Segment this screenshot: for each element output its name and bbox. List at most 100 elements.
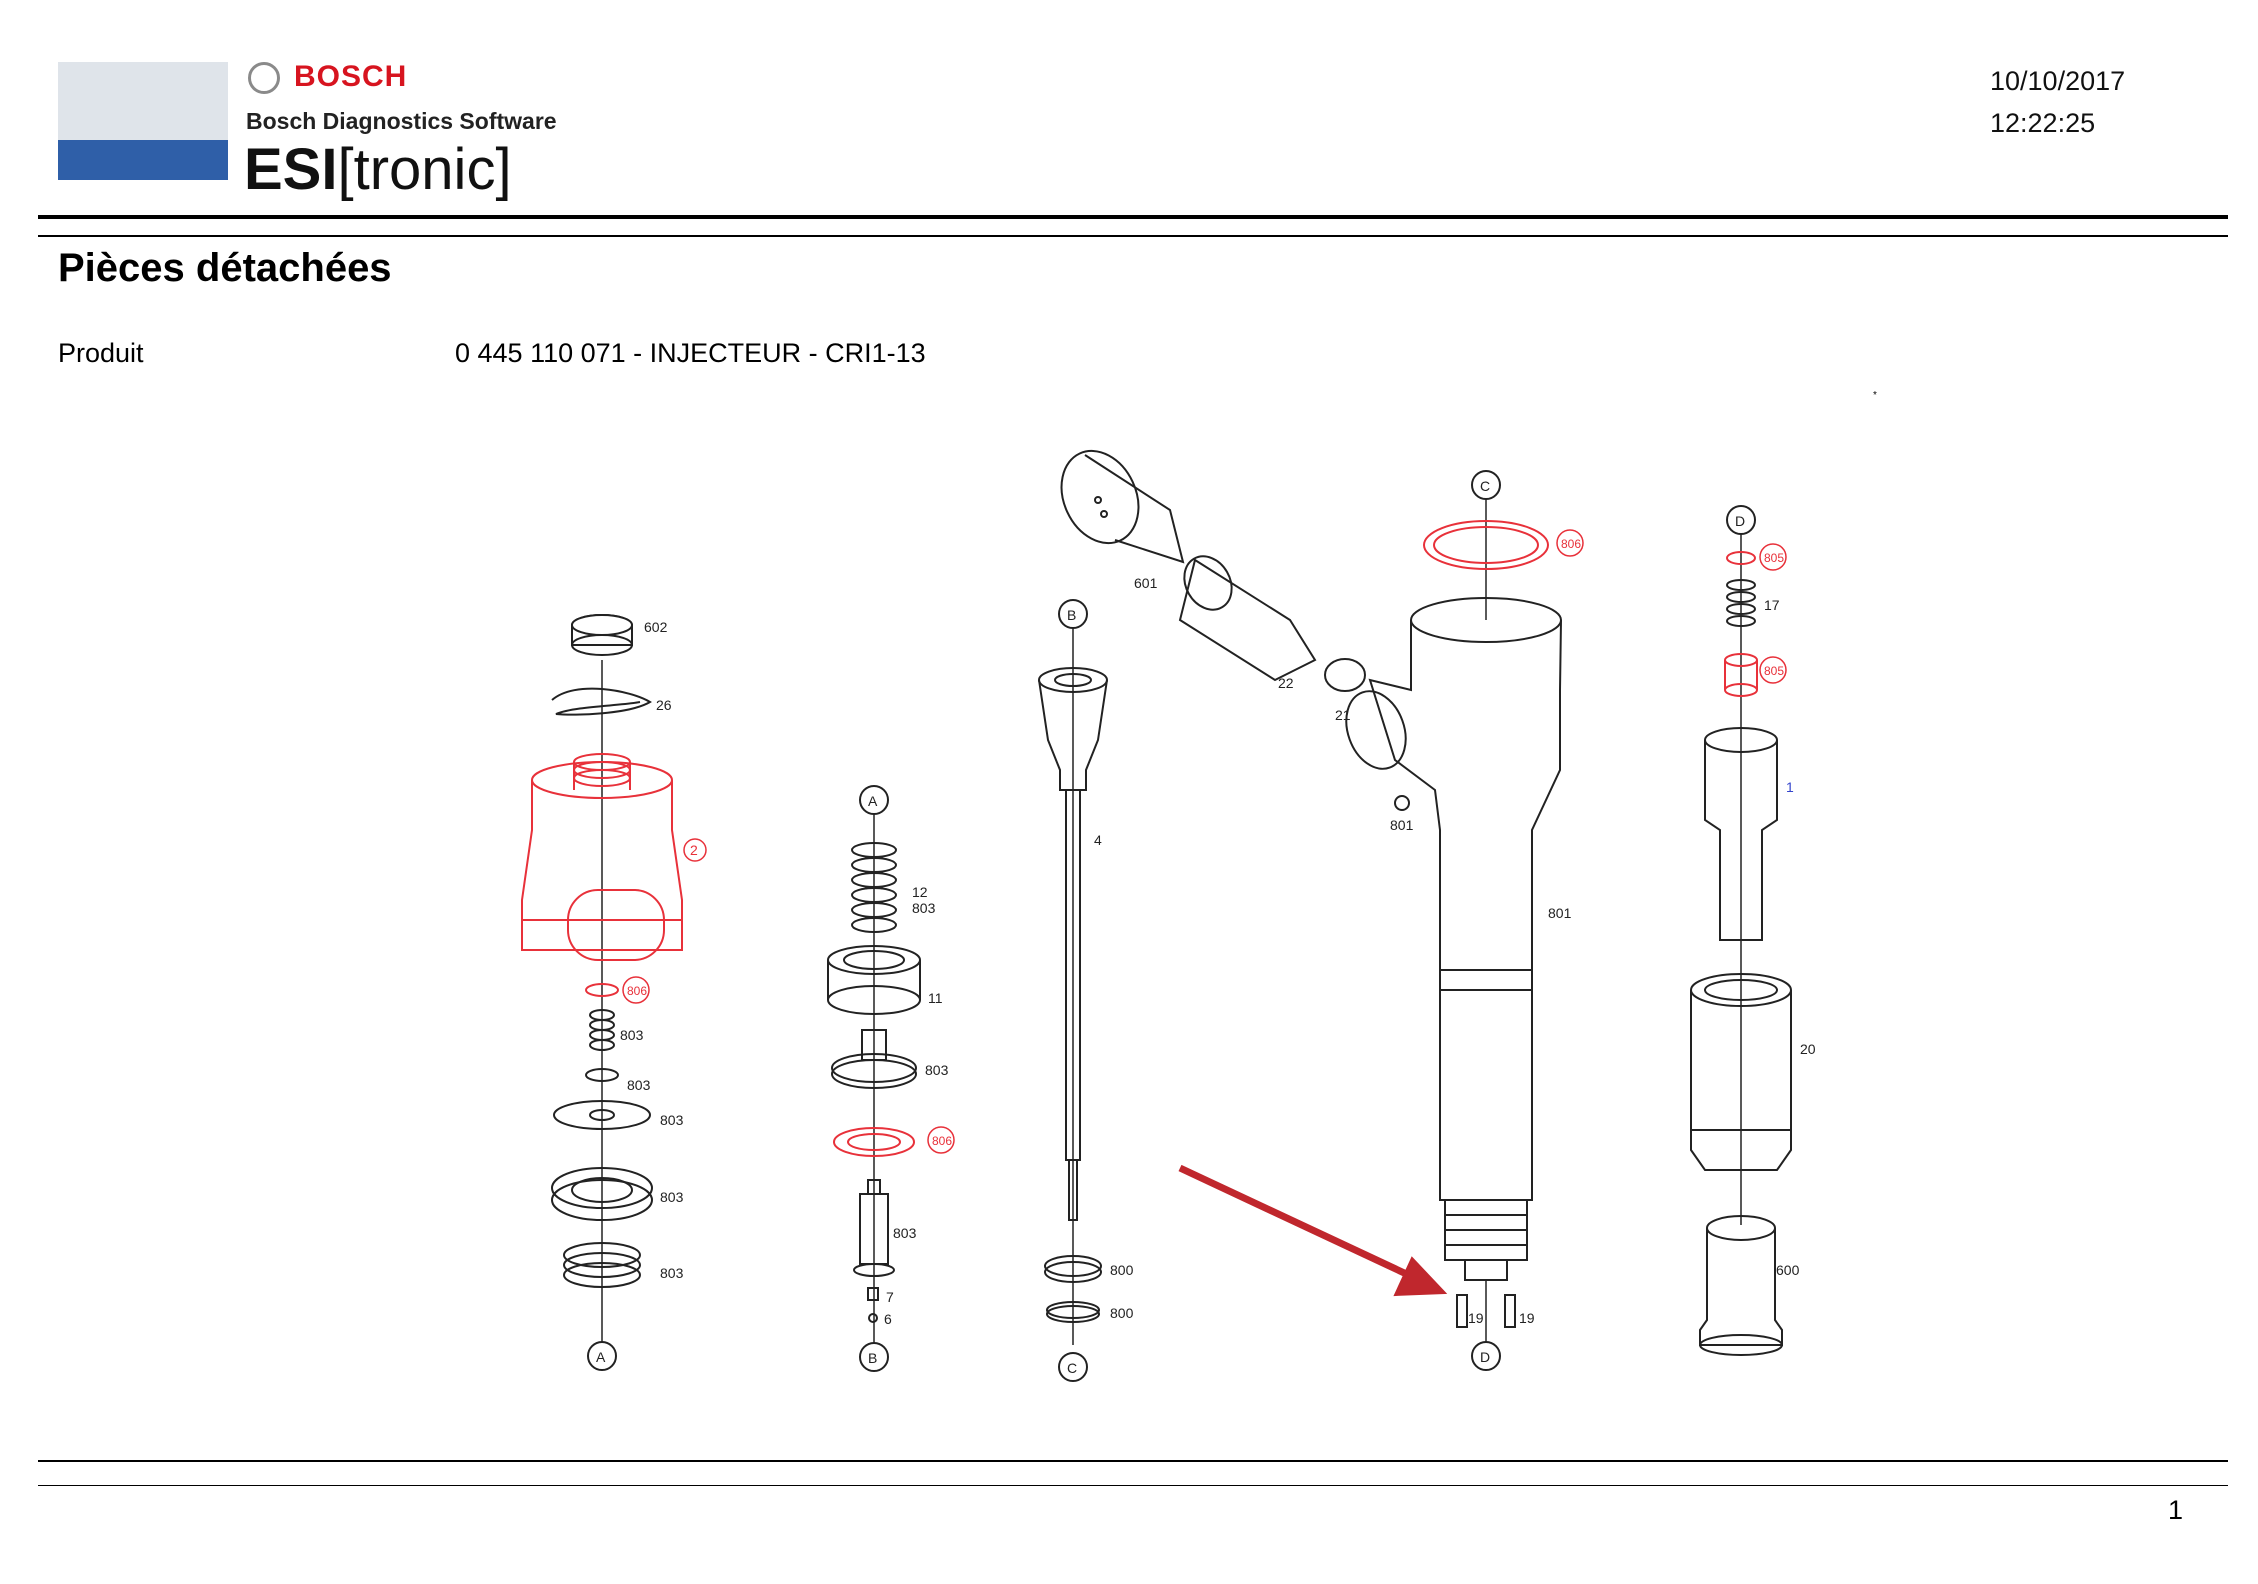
pointer-arrow bbox=[1178, 1164, 1448, 1297]
label-806-c: 806 bbox=[1561, 537, 1581, 551]
part-600-cap[interactable] bbox=[1699, 1215, 1783, 1356]
assembly-column-4 bbox=[1047, 438, 1562, 1371]
label-800-b: 800 bbox=[1110, 1305, 1134, 1321]
part-7[interactable] bbox=[867, 1287, 879, 1301]
label-806-b: 806 bbox=[932, 1134, 952, 1148]
part-801-oring[interactable] bbox=[1394, 795, 1410, 811]
part-803-valve-piece[interactable] bbox=[831, 1029, 917, 1089]
part-19-pin-1[interactable] bbox=[1456, 1294, 1468, 1328]
label-601: 601 bbox=[1134, 575, 1158, 591]
part-801-body[interactable] bbox=[1336, 597, 1562, 1281]
report-time: 12:22:25 bbox=[1990, 108, 2096, 138]
label-806-a: 806 bbox=[627, 984, 647, 998]
label-12: 12 bbox=[912, 884, 928, 900]
product-value: 0 445 110 071 - INJECTEUR - CRI1-13 bbox=[455, 338, 926, 368]
product-brand: ESI[tronic] bbox=[244, 137, 512, 202]
page-number: 1 bbox=[2168, 1495, 2184, 1525]
label-803-e: 803 bbox=[660, 1265, 684, 1281]
label-6: 6 bbox=[884, 1311, 892, 1327]
part-800-ring-1[interactable] bbox=[1044, 1255, 1102, 1283]
label-803-a: 803 bbox=[620, 1027, 644, 1043]
software-name: Bosch Diagnostics Software bbox=[246, 108, 557, 134]
part-21-seal[interactable] bbox=[1324, 658, 1366, 692]
label-803-d: 803 bbox=[660, 1189, 684, 1205]
part-806-seal[interactable] bbox=[585, 983, 619, 997]
assembly-column-5 bbox=[1690, 505, 1792, 1356]
label-803-c: 803 bbox=[660, 1112, 684, 1128]
assembly-column-1 bbox=[521, 614, 683, 1371]
label-4: 4 bbox=[1094, 832, 1102, 848]
header-divider bbox=[38, 215, 2228, 219]
marker-c-top-text: C bbox=[1480, 478, 1490, 494]
part-22-connector[interactable] bbox=[1175, 548, 1317, 682]
label-19-a: 19 bbox=[1468, 1310, 1484, 1326]
part-26-clip[interactable] bbox=[551, 687, 652, 716]
section-marker-c-bottom[interactable] bbox=[1058, 1352, 1088, 1382]
header-divider-thin bbox=[38, 235, 2228, 237]
footer-divider-thin bbox=[38, 1485, 2228, 1486]
section-marker-d-bottom[interactable] bbox=[1471, 1341, 1501, 1371]
label-17: 17 bbox=[1764, 597, 1780, 613]
label-26: 26 bbox=[656, 697, 672, 713]
header-photo bbox=[58, 62, 228, 200]
label-1: 1 bbox=[1786, 779, 1794, 795]
part-806-seal-2[interactable] bbox=[833, 1127, 915, 1157]
part-803-shim[interactable] bbox=[585, 1068, 619, 1082]
page-title: Pièces détachées bbox=[58, 246, 392, 290]
section-marker-d-top[interactable] bbox=[1726, 505, 1756, 535]
label-2: 2 bbox=[690, 842, 698, 858]
label-803-g: 803 bbox=[925, 1062, 949, 1078]
footer-divider bbox=[38, 1460, 2228, 1462]
label-19-b: 19 bbox=[1519, 1310, 1535, 1326]
label-805-a: 805 bbox=[1764, 551, 1784, 565]
label-800-a: 800 bbox=[1110, 1262, 1134, 1278]
part-805-seal-1[interactable] bbox=[1726, 551, 1756, 565]
label-11: 11 bbox=[928, 990, 943, 1006]
marker-a-top-text: A bbox=[868, 793, 878, 809]
part-601-cap[interactable] bbox=[1047, 438, 1185, 564]
part-12-spring[interactable] bbox=[851, 842, 897, 933]
marker-a-bottom-text: A bbox=[596, 1349, 606, 1365]
part-1-nozzle[interactable] bbox=[1704, 727, 1778, 941]
label-600: 600 bbox=[1776, 1262, 1800, 1278]
label-20: 20 bbox=[1800, 1041, 1816, 1057]
part-803-coil[interactable] bbox=[563, 1242, 641, 1288]
part-800-ring-2[interactable] bbox=[1046, 1301, 1100, 1323]
part-19-pin-2[interactable] bbox=[1504, 1294, 1516, 1328]
part-4-valve-rod[interactable] bbox=[1038, 667, 1108, 1221]
section-marker-a-bottom[interactable] bbox=[587, 1341, 617, 1371]
section-marker-a-top[interactable] bbox=[859, 785, 889, 815]
report-date: 10/10/2017 bbox=[1990, 66, 2126, 96]
part-806-seal-3[interactable] bbox=[1423, 520, 1549, 570]
label-801-a: 801 bbox=[1390, 817, 1414, 833]
label-21: 21 bbox=[1335, 707, 1351, 723]
section-marker-b-top[interactable] bbox=[1058, 599, 1088, 629]
marker-c-bottom-text: C bbox=[1067, 1360, 1077, 1376]
part-803-armature[interactable] bbox=[553, 1100, 651, 1130]
product-label: Produit bbox=[58, 338, 144, 368]
part-803-ring[interactable] bbox=[551, 1167, 653, 1221]
part-803-piston[interactable] bbox=[853, 1179, 895, 1277]
label-805-b: 805 bbox=[1764, 664, 1784, 678]
part-602-knob[interactable] bbox=[571, 614, 633, 656]
part-2-housing[interactable] bbox=[521, 753, 683, 961]
part-805-shim[interactable] bbox=[1724, 653, 1758, 697]
marker-d-top-text: D bbox=[1735, 513, 1745, 529]
marker-b-top-text: B bbox=[1067, 607, 1076, 623]
marker-star: * bbox=[1873, 390, 1877, 401]
part-803-spring[interactable] bbox=[589, 1009, 615, 1051]
brand-logo: BOSCH bbox=[294, 60, 408, 93]
part-11-nut[interactable] bbox=[827, 945, 921, 1015]
part-20-nut[interactable] bbox=[1690, 973, 1792, 1171]
label-801-b: 801 bbox=[1548, 905, 1572, 921]
label-22: 22 bbox=[1278, 675, 1294, 691]
part-17-spring[interactable] bbox=[1726, 579, 1756, 627]
label-602: 602 bbox=[644, 619, 668, 635]
label-803-f: 803 bbox=[912, 900, 936, 916]
part-6[interactable] bbox=[868, 1313, 878, 1323]
label-7: 7 bbox=[886, 1289, 894, 1305]
section-marker-b-bottom[interactable] bbox=[859, 1342, 889, 1372]
assembly-column-3 bbox=[1038, 599, 1108, 1382]
label-803-h: 803 bbox=[893, 1225, 917, 1241]
